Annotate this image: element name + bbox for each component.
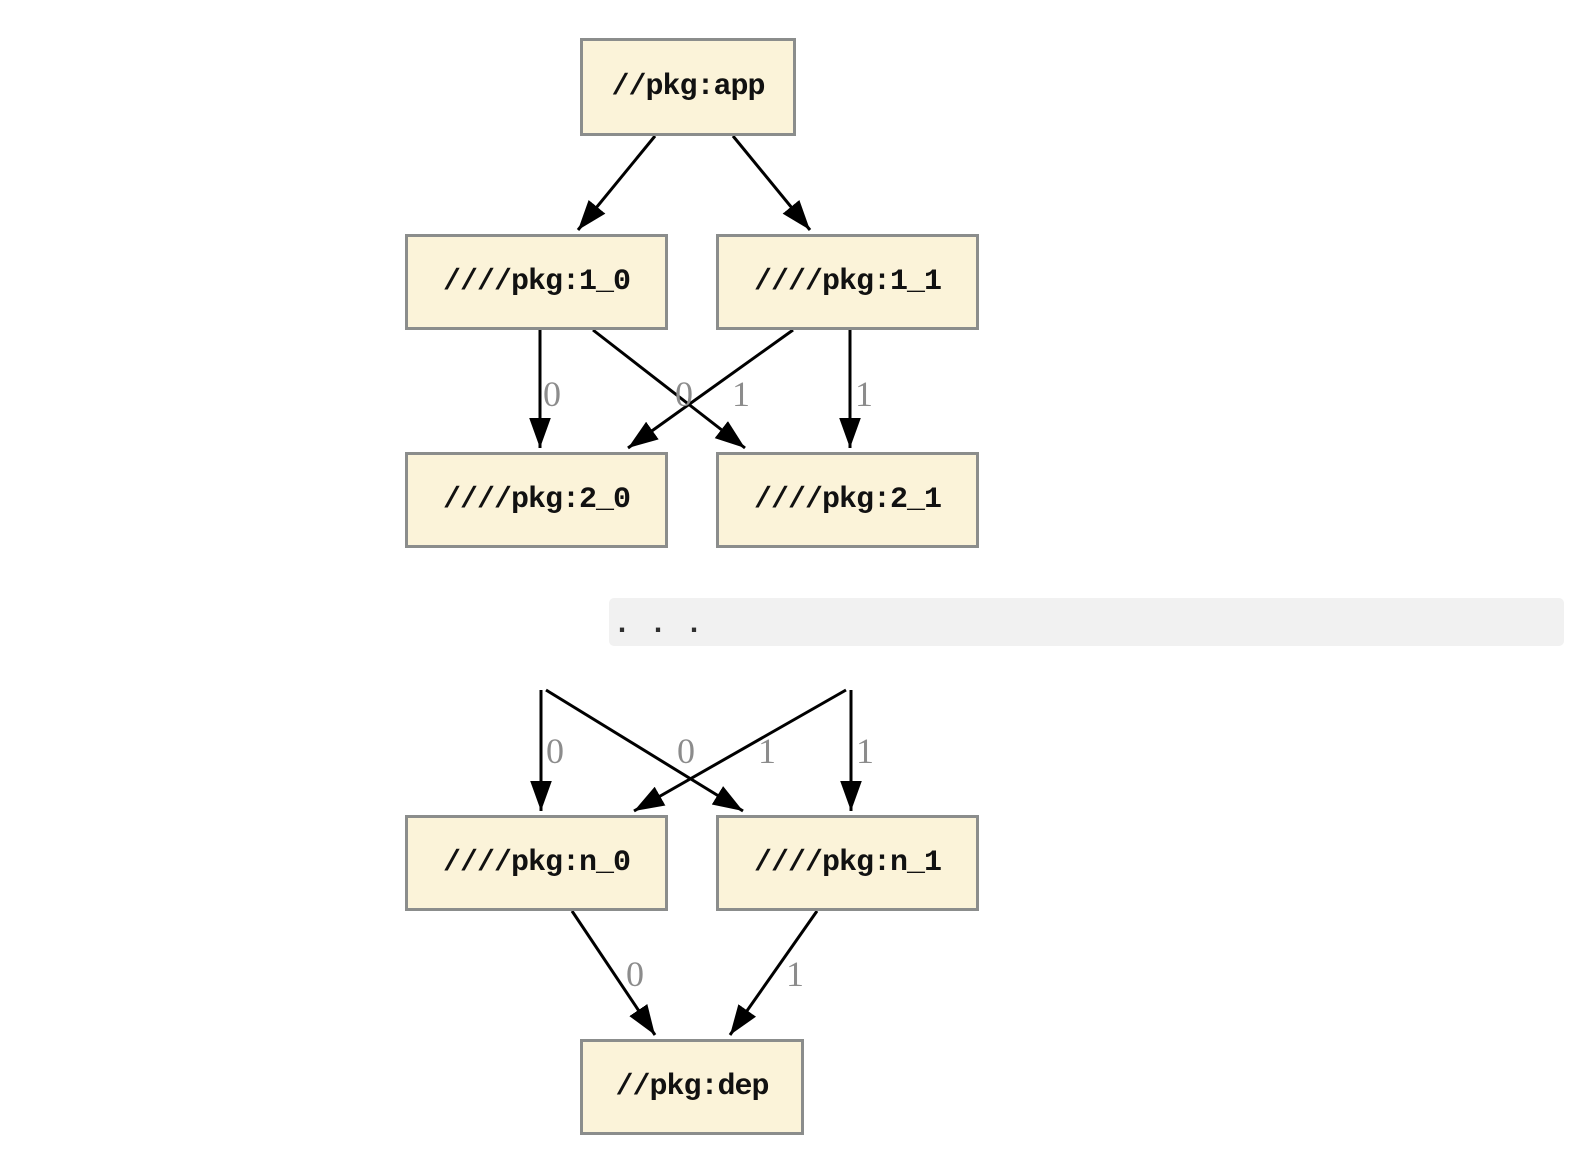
edge-label: 0: [546, 731, 564, 771]
node-pkg-n-0: ////pkg:n_0: [405, 815, 668, 911]
edge-ellipsis-to-n-0-d: [633, 688, 847, 813]
ellipsis-band: . . .: [609, 598, 1564, 646]
edge-label: 1: [856, 731, 874, 771]
node-label: //pkg:dep: [615, 1070, 769, 1104]
node-label: ////pkg:n_0: [442, 846, 631, 880]
edge-1-1-to-2-0: [627, 328, 794, 450]
edge-label: 0: [626, 954, 644, 994]
node-pkg-2-1: ////pkg:2_1: [716, 452, 979, 548]
edge-label: 1: [855, 374, 873, 414]
edge-label: 1: [732, 374, 750, 414]
edge-n-1-to-dep: [728, 910, 819, 1036]
edge-n-0-to-dep: [570, 910, 657, 1036]
node-pkg-n-1: ////pkg:n_1: [716, 815, 979, 911]
edge-label: 1: [786, 954, 804, 994]
node-label: ////pkg:1_1: [753, 265, 942, 299]
node-pkg-1-0: ////pkg:1_0: [405, 234, 668, 330]
node-label: ////pkg:2_0: [442, 483, 631, 517]
edge-app-to-1-0: [576, 135, 657, 231]
node-pkg-1-1: ////pkg:1_1: [716, 234, 979, 330]
node-label: ////pkg:2_1: [753, 483, 942, 517]
node-pkg-dep: //pkg:dep: [580, 1039, 804, 1135]
node-label: ////pkg:n_1: [753, 846, 942, 880]
node-pkg-2-0: ////pkg:2_0: [405, 452, 668, 548]
edge-label: 0: [675, 374, 693, 414]
edge-label: 0: [543, 374, 561, 414]
node-pkg-app: //pkg:app: [580, 38, 796, 136]
edge-app-to-1-1: [731, 135, 812, 231]
edge-1-0-to-2-1: [592, 328, 746, 450]
edge-label: 0: [677, 731, 695, 771]
node-label: ////pkg:1_0: [442, 265, 631, 299]
ellipsis-text: . . .: [613, 608, 704, 642]
edge-label: 1: [758, 731, 776, 771]
node-label: //pkg:app: [611, 70, 765, 104]
edge-ellipsis-to-n-1-d: [545, 688, 744, 813]
